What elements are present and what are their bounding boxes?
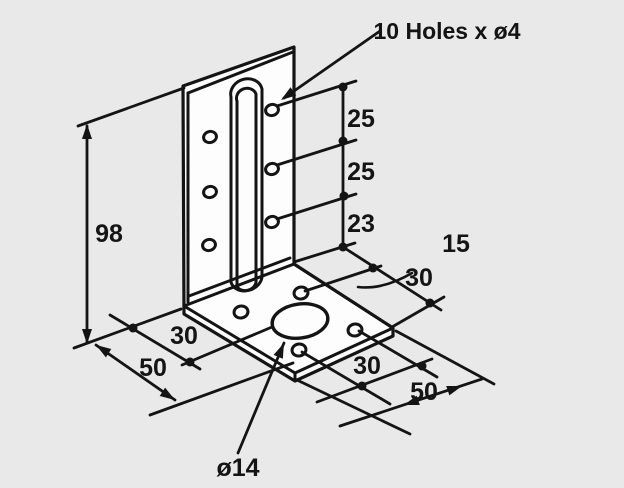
hole [202, 184, 218, 200]
leader-arc-30 [356, 271, 414, 289]
dim-15-label: 15 [442, 230, 470, 258]
dim-50-bottom-right-label: 50 [410, 378, 438, 406]
dim-30-top-right-label: 30 [405, 264, 433, 292]
dim-line-30-left [108, 313, 202, 371]
large-hole-label: ø14 [216, 454, 259, 482]
dimensions [72, 29, 496, 455]
dim-25a-label: 25 [347, 105, 375, 133]
dim-23-label: 23 [347, 210, 375, 238]
arrowheads [82, 87, 462, 405]
dimension-ticks [128, 82, 435, 391]
holes-note-label: 10 Holes x ø4 [373, 18, 520, 44]
large-hole [270, 302, 330, 340]
dim-30-bottom-right-label: 30 [353, 352, 381, 380]
dim-30-left-label: 30 [170, 322, 198, 350]
leader-holes-note [282, 29, 382, 100]
dimension-labels: 10 Holes x ø4 98 25 25 23 15 30 30 50 30… [95, 18, 521, 482]
hole [232, 304, 250, 320]
dim-line-30-bottom-right [315, 357, 434, 404]
plate-holes [201, 102, 280, 253]
hole [264, 214, 280, 230]
dim-50-left-label: 50 [139, 354, 167, 382]
hole [292, 285, 310, 301]
hole [264, 161, 280, 177]
dimension-lines [85, 29, 484, 455]
hole [264, 102, 280, 118]
hole [202, 129, 218, 145]
bracket-edges [182, 50, 395, 383]
dim-98-label: 98 [95, 220, 123, 248]
dim-25b-label: 25 [347, 158, 375, 186]
dim-line-50-left [94, 343, 177, 402]
leader-large-hole [236, 341, 286, 455]
hole [201, 237, 217, 253]
slot-outline [229, 77, 264, 293]
hole [346, 322, 364, 338]
bracket-part [181, 45, 395, 383]
base-holes [232, 285, 364, 358]
